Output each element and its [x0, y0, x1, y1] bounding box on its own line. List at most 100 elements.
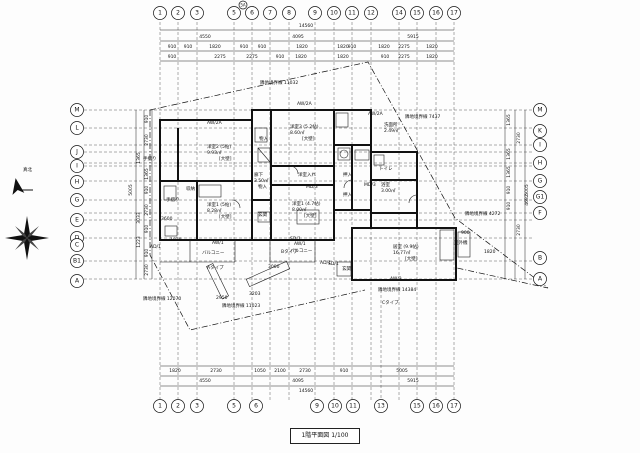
- grid-label: 13: [377, 403, 385, 410]
- plan-annotation: AW/1: [294, 241, 306, 247]
- grid-label: 17: [450, 10, 458, 17]
- plan-annotation: MD/3: [306, 184, 318, 190]
- grid-bubble-top: 9: [308, 6, 322, 20]
- grid-bubble-top: 16: [429, 6, 443, 20]
- dimension-value: 2730: [516, 132, 522, 144]
- grid-label: F: [538, 210, 542, 217]
- room-name: 洋室2 (5帖): [207, 143, 231, 150]
- plan-annotation: 隣地境界線 11023: [222, 302, 260, 309]
- room-label: 洋室3 (5.2帖)8.60㎡[大壁]: [290, 123, 319, 142]
- grid-bubble-left: G: [70, 193, 84, 207]
- room-area: 8.00㎡: [292, 206, 307, 213]
- grid-bubble-left: M: [70, 103, 84, 117]
- plan-annotation: 3000: [268, 264, 280, 270]
- plan-annotation: 物入: [259, 135, 268, 142]
- grid-label: H: [538, 160, 543, 167]
- grid-label: 6: [254, 403, 258, 410]
- grid-label: 15: [413, 10, 421, 17]
- dimension-value: 910: [348, 44, 357, 50]
- grid-label: 15: [413, 403, 421, 410]
- plan-annotation: 押入: [343, 191, 352, 198]
- dimension-value: 1365: [506, 114, 512, 126]
- room-area: 8.28㎡: [207, 207, 222, 214]
- dimension-value: 2730: [299, 368, 311, 374]
- dimension-value: 5005: [524, 184, 530, 196]
- grid-label: 5: [232, 10, 236, 17]
- dimension-value: 910: [144, 186, 150, 195]
- dimension-value: 2730: [144, 134, 150, 146]
- plan-annotation: バルコニー: [202, 250, 225, 256]
- dimension-value: 910: [144, 249, 150, 258]
- dimension-value: 2730: [144, 264, 150, 276]
- room-name: 浴室: [381, 181, 390, 188]
- interior-details: [160, 112, 471, 300]
- room-name: 洋室1 (4.7帖): [292, 200, 321, 207]
- dimension-value: 1223: [136, 236, 142, 248]
- grid-label: I: [76, 163, 78, 170]
- plan-annotation: AW/2A: [368, 111, 384, 117]
- grid-bubble-top: 7: [263, 6, 277, 20]
- dimension-value: 1820: [296, 44, 308, 50]
- dimension-value: 4095: [292, 378, 304, 384]
- grid-bubble-left: E: [70, 213, 84, 227]
- grid-bubble-left: L: [70, 121, 84, 135]
- dimension-value: 910: [258, 44, 267, 50]
- dimension-value: 910: [168, 54, 177, 60]
- grid-label: 10: [331, 403, 339, 410]
- grid-label: A: [538, 276, 543, 283]
- dimension-value: 1820: [209, 44, 221, 50]
- grid-label: 2: [176, 403, 180, 410]
- plan-annotation: 隣地境界線 7437: [405, 113, 441, 120]
- plan-annotation: 1820: [170, 237, 182, 243]
- grid-bubble-bottom: 13: [374, 399, 388, 413]
- grid-label: G: [75, 197, 80, 204]
- dimension-value: 5005: [396, 368, 408, 374]
- dimension-value: 910: [381, 54, 390, 60]
- dimension-value: 1820: [337, 44, 349, 50]
- grid-bubble-right: A: [533, 272, 547, 286]
- grid-bubble-top: 8: [282, 6, 296, 20]
- plan-annotation: 収納: [186, 185, 195, 192]
- grid-bubble-left: H: [70, 175, 84, 189]
- room-label: 洋室1 (5帖)8.28㎡[大壁]: [207, 201, 232, 220]
- grid-label: 5A: [240, 3, 246, 8]
- plan-annotation: 900: [461, 230, 470, 236]
- dimension-value: 910: [168, 44, 177, 50]
- grid-bubble-right: G1: [533, 190, 547, 204]
- plan-annotation: 1820: [484, 249, 496, 255]
- building-walls: [159, 109, 457, 281]
- dimension-value: 4550: [199, 34, 211, 40]
- room-label: トイレ: [379, 167, 393, 172]
- grid-bubble-right: F: [533, 206, 547, 220]
- dimension-value: 1365: [506, 166, 512, 178]
- room-name: 洗面所: [384, 121, 398, 128]
- plan-annotation: SD/1: [328, 261, 339, 267]
- dimension-value: 1050: [254, 368, 266, 374]
- room-name: 洋室3 (5.2帖): [290, 123, 319, 130]
- grid-label: G: [538, 178, 543, 185]
- grid-label: D: [75, 235, 80, 242]
- room-name: 居室 (9.9帖): [393, 243, 419, 250]
- grid-lines: [84, 22, 533, 400]
- grid-bubble-bottom: 11: [346, 399, 360, 413]
- dimension-value: 2100: [274, 368, 286, 374]
- grid-bubble-top: 1: [153, 6, 167, 20]
- grid-label: 3: [195, 403, 199, 410]
- dimension-value: 4550: [199, 378, 211, 384]
- grid-bubble-left: J: [70, 145, 84, 159]
- grid-label: J: [75, 149, 78, 156]
- plan-annotation: 隣地境界線 12070: [143, 295, 181, 302]
- grid-bubble-top: 5A: [238, 0, 248, 10]
- plan-annotation: 玄関: [258, 211, 267, 218]
- grid-bubble-top: 15: [410, 6, 424, 20]
- room-name: 洋室1 (5帖): [207, 201, 231, 208]
- dimension-value: 910: [144, 225, 150, 234]
- grid-bubble-right: I: [533, 138, 547, 152]
- grid-label: 5: [232, 403, 236, 410]
- plan-annotation: AD/1: [150, 244, 161, 250]
- grid-bubble-top: 10: [327, 6, 341, 20]
- room-label: 廊下3.50㎡: [254, 171, 269, 184]
- room-wall-note: [大壁]: [219, 213, 232, 220]
